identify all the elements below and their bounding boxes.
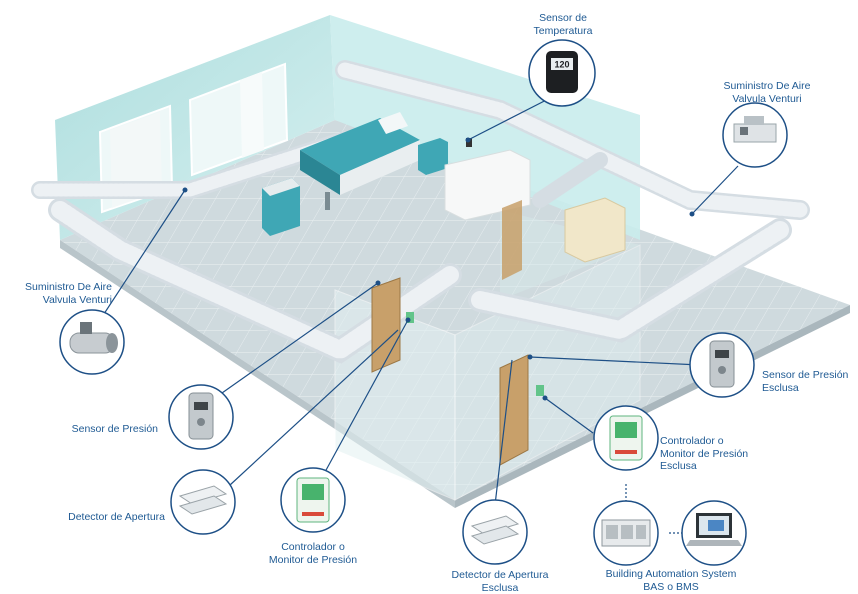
hospital-bed	[300, 112, 420, 210]
label-suministro-aire-right: Suministro De Aire Valvula Venturi	[723, 80, 811, 105]
thermostat-reading: 120	[554, 60, 569, 70]
sink-unit	[564, 197, 626, 263]
label-detector-apertura: Detector de Apertura	[68, 511, 165, 523]
cabinet	[444, 149, 531, 221]
valve-icon-left	[59, 309, 125, 375]
label-sensor-presion: Sensor de Presión	[71, 423, 158, 435]
door-contact-icon	[170, 469, 236, 535]
label-controlador-esclusa: Controlador o Monitor de Presión Esclusa	[660, 435, 749, 472]
valve-icon	[722, 102, 788, 168]
label-sensor-temperatura: Sensor de Temperatura	[533, 12, 593, 37]
door-inner	[502, 200, 522, 280]
label-sensor-presion-esclusa: Sensor de Presión Esclusa	[762, 369, 849, 394]
label-suministro-aire-left: Suministro De Aire Valvula Venturi	[25, 281, 112, 306]
label-controlador-presion: Controlador o Monitor de Presión	[268, 541, 358, 566]
door-contact-airlock-icon	[462, 499, 528, 565]
wall-monitor-airlock	[536, 385, 544, 396]
label-bas: Building Automation System BAS o BMS	[605, 568, 737, 593]
pressure-monitor-icon	[280, 467, 346, 533]
wall-monitor-main	[406, 312, 414, 323]
medical-cart	[262, 178, 300, 236]
laptop-icon	[681, 500, 747, 566]
wall-sensor-temp	[466, 138, 472, 147]
plc-icon	[593, 500, 659, 566]
door-main	[371, 277, 401, 373]
pressure-monitor-airlock-icon	[593, 405, 659, 471]
thermostat-icon: 120	[528, 39, 596, 107]
bedside-table	[418, 138, 448, 175]
callout-points	[182, 137, 695, 401]
callout-lines	[99, 91, 739, 534]
label-detector-apertura-esclusa: Detector de Apertura Esclusa	[451, 569, 549, 594]
door-airlock	[499, 354, 529, 466]
pressure-sensor-airlock-icon	[689, 332, 755, 398]
pressure-sensor-icon	[168, 384, 234, 450]
